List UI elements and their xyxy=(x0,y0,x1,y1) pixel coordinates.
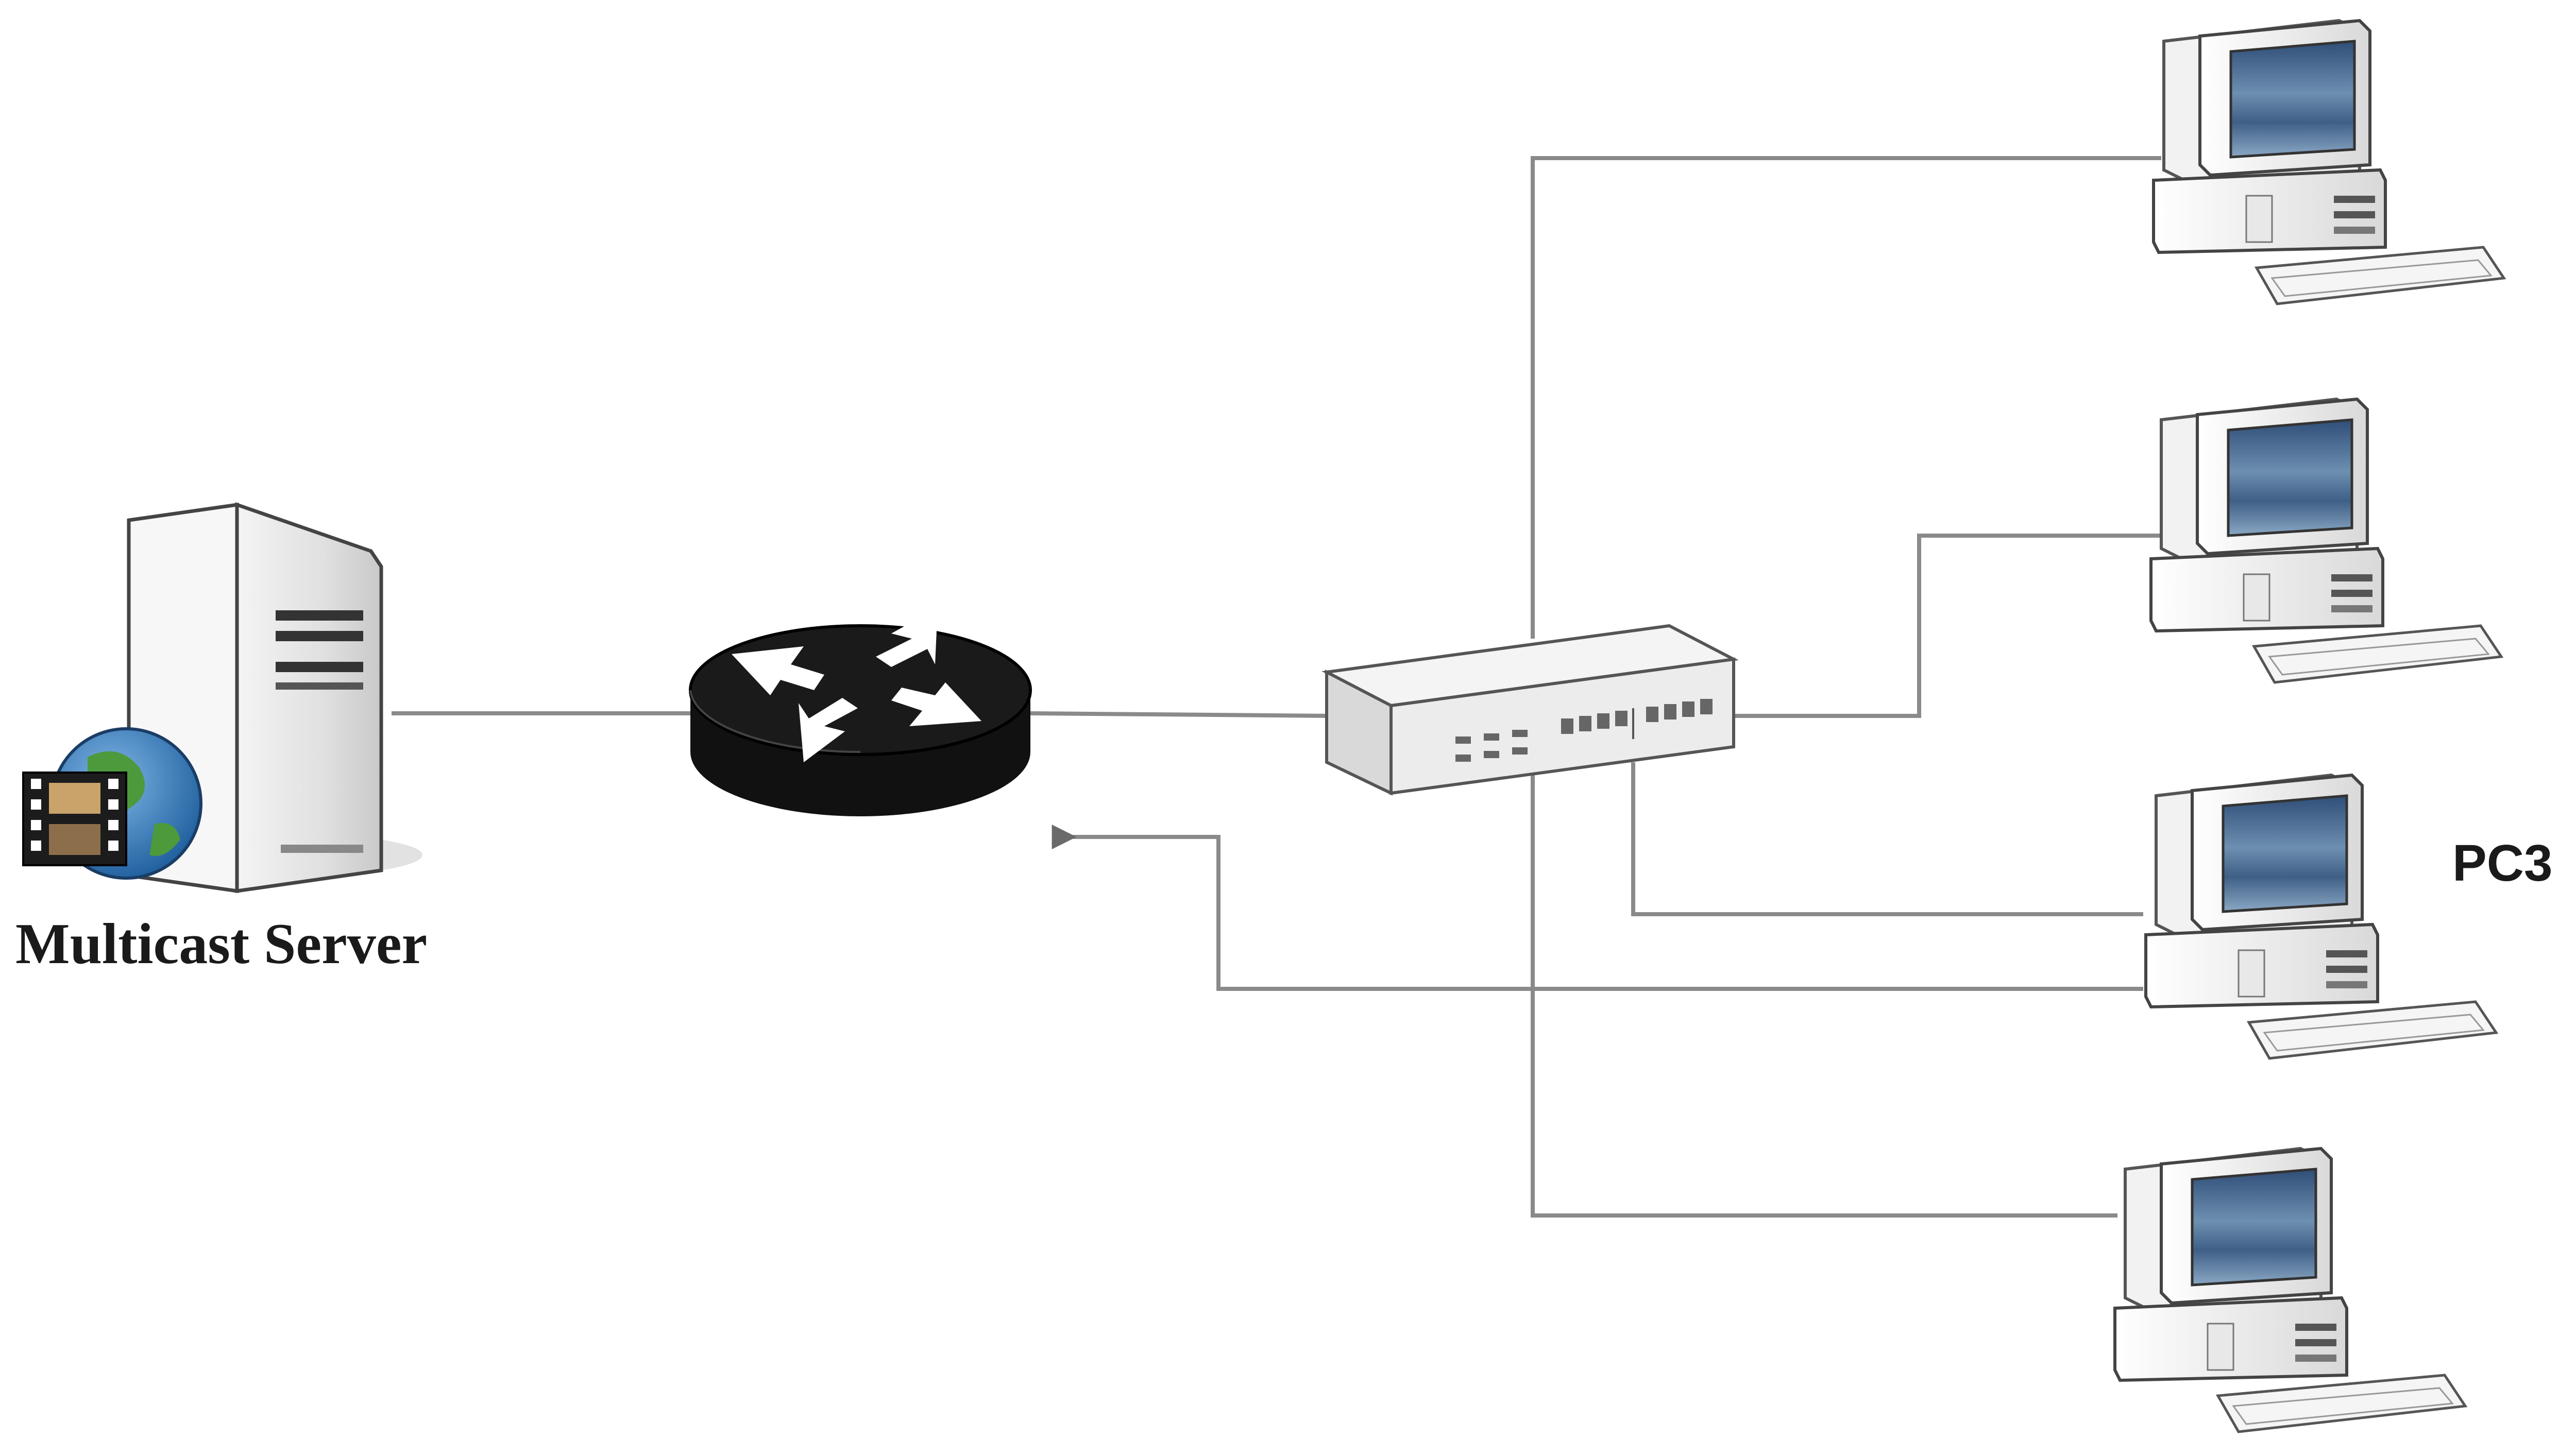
router-icon xyxy=(689,608,1032,816)
link-switch-pc4 xyxy=(1531,773,2117,1218)
pc3: PC3 xyxy=(2146,775,2553,1058)
link-switch-pc2 xyxy=(1731,534,2161,718)
link-lines xyxy=(392,156,2161,1218)
link-pc3-router-return xyxy=(1052,825,2143,991)
pc1 xyxy=(2154,21,2504,304)
pc3-label: PC3 xyxy=(2452,834,2553,892)
link-router-switch xyxy=(1030,711,1335,718)
multicast-server: Multicast Server xyxy=(15,502,427,976)
pc2 xyxy=(2151,399,2501,682)
link-switch-pc1 xyxy=(1531,156,2161,639)
pc4 xyxy=(2115,1149,2465,1432)
link-switch-pc3 xyxy=(1631,762,2143,916)
server-icon xyxy=(127,502,383,894)
server-label: Multicast Server xyxy=(15,912,427,976)
desktop-computer-icon xyxy=(2151,399,2501,682)
switch-icon xyxy=(1321,624,1739,796)
desktop-computer-icon xyxy=(2115,1149,2465,1432)
switch xyxy=(1321,624,1739,796)
desktop-computer-icon xyxy=(2146,775,2496,1058)
film-strip-icon xyxy=(22,772,127,866)
router xyxy=(689,608,1032,816)
desktop-computer-icon xyxy=(2154,21,2504,304)
